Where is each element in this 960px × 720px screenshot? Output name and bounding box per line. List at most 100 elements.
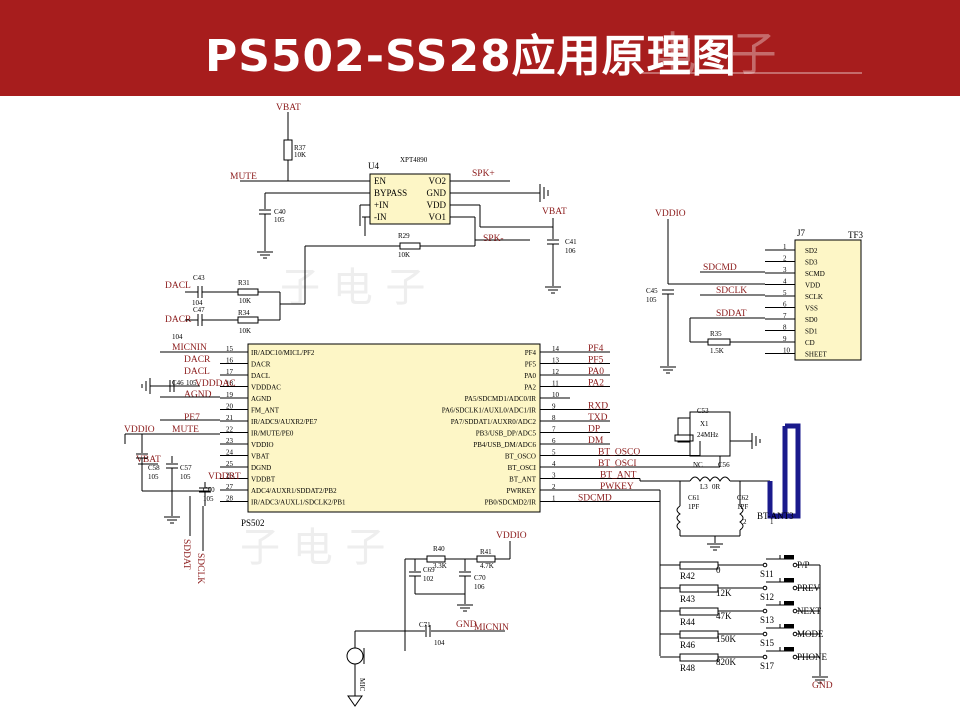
r37-ref: R37 bbox=[294, 144, 306, 152]
ps502-pin-number: 24 bbox=[226, 449, 234, 457]
ps502-pin-name: PB3/USB_DP/ADC5 bbox=[476, 430, 537, 438]
ps502-pin-number: 13 bbox=[552, 357, 560, 365]
crystal-x1 bbox=[674, 434, 694, 442]
net-vdddac: VDDDAC bbox=[195, 379, 236, 389]
ps502-pin-name: PA0 bbox=[524, 372, 536, 380]
r31-ref: R31 bbox=[238, 279, 250, 287]
key-resistor bbox=[679, 561, 719, 570]
ps502-net-label: TXD bbox=[588, 413, 608, 423]
key-resistor-ref: R43 bbox=[680, 594, 696, 604]
r41-val: 4.7K bbox=[480, 562, 494, 570]
c62-val: 1PF bbox=[737, 503, 748, 511]
key-resistor-ref: R42 bbox=[680, 571, 695, 581]
ps502-pin-name: DGND bbox=[251, 464, 271, 472]
tf-pin-name: SD3 bbox=[805, 259, 818, 267]
ps502-pin-number: 12 bbox=[552, 368, 560, 376]
net-dacl: DACL bbox=[165, 281, 191, 291]
key-resistor-value: 47K bbox=[716, 611, 732, 621]
u4-pin-label: VDD bbox=[427, 200, 447, 210]
ps502-pin-number: 9 bbox=[552, 403, 556, 411]
net-dacl-left: DACL bbox=[184, 367, 210, 377]
u4-pin-label: -IN bbox=[374, 212, 387, 222]
c53-ref: C53 bbox=[697, 407, 709, 415]
tf-socket-body bbox=[794, 239, 862, 361]
c58-val: 105 bbox=[148, 473, 159, 481]
ps502-pin-number: 21 bbox=[226, 414, 234, 422]
c71-val: 104 bbox=[434, 639, 445, 647]
tf-pin-name: VDD bbox=[805, 282, 820, 290]
tf-ref: J7 bbox=[797, 228, 806, 238]
r29-val: 10K bbox=[398, 251, 410, 259]
ps502-pin-name: PWRKEY bbox=[506, 487, 536, 495]
ant-pin-2: 2 bbox=[743, 518, 747, 526]
tf-pin-number: 10 bbox=[783, 347, 791, 355]
key-switch-ref: S15 bbox=[760, 638, 775, 648]
ps502-net-label: RXD bbox=[588, 402, 608, 412]
ps502-pin-number: 25 bbox=[226, 460, 234, 468]
c58-ref: C58 bbox=[148, 464, 160, 472]
net-gnd-mic: GND bbox=[456, 620, 477, 630]
banner-watermark: 电 子 bbox=[650, 27, 787, 81]
net-sddat-left: SDDAT bbox=[181, 539, 191, 570]
c60-val: 105 bbox=[203, 495, 214, 503]
resistor-r35 bbox=[707, 338, 731, 346]
net-vddio-left: VDDIO bbox=[124, 425, 155, 435]
mic-circuit: VDDIO R40 3.3K R41 4.7K C69 102 C70 106 … bbox=[346, 531, 527, 707]
resistor-r34 bbox=[237, 316, 259, 324]
ps502-pin-number: 23 bbox=[226, 437, 234, 445]
r37-val: 10K bbox=[294, 151, 306, 159]
ps502-net-label: PWKEY bbox=[600, 482, 634, 492]
ps502-pin-number: 17 bbox=[226, 368, 234, 376]
tf-pin-name: SD0 bbox=[805, 316, 818, 324]
c71-ref: C71 bbox=[419, 621, 431, 629]
ps502-pin-name: VDDIO bbox=[251, 441, 274, 449]
c69-val: 102 bbox=[423, 575, 434, 583]
key-resistor-ref: R44 bbox=[680, 617, 696, 627]
c61-ref: C61 bbox=[688, 494, 700, 502]
net-dacr: DACR bbox=[165, 315, 192, 325]
c43-ref: C43 bbox=[193, 274, 205, 282]
key-resistor bbox=[679, 607, 719, 616]
r34-ref: R34 bbox=[238, 309, 250, 317]
net-spk-minus: SPK- bbox=[483, 234, 504, 244]
page-title: PS502-SS28应用原理图 bbox=[205, 31, 737, 82]
ps502-pin-name: BT_OSCI bbox=[508, 464, 537, 472]
tf-pin-number: 3 bbox=[783, 266, 787, 274]
ps502-pin-name: VDDBT bbox=[251, 476, 276, 484]
resistor-r29 bbox=[399, 242, 421, 250]
net-dacr-left: DACR bbox=[184, 355, 211, 365]
r31-val: 10K bbox=[239, 297, 251, 305]
ps502-net-label: BT_OSCI bbox=[598, 459, 637, 469]
net-mute: MUTE bbox=[230, 172, 257, 182]
c70-val: 106 bbox=[474, 583, 485, 591]
key-resistor-value: 150K bbox=[716, 634, 737, 644]
net-spk-plus: SPK+ bbox=[472, 169, 495, 179]
c47-ref: C47 bbox=[193, 306, 205, 314]
key-switch-ref: S13 bbox=[760, 615, 775, 625]
key-switch-ref: S11 bbox=[760, 569, 774, 579]
c46-ref: C46 bbox=[172, 379, 184, 387]
r34-val: 10K bbox=[239, 327, 251, 335]
ps502-pin-number: 14 bbox=[552, 345, 560, 353]
c60-ref: C60 bbox=[203, 486, 215, 494]
ps502-net-label: PF4 bbox=[588, 344, 604, 354]
ps502-pin-name: BT_ANT bbox=[509, 476, 537, 484]
ps502-pin-number: 27 bbox=[226, 483, 234, 491]
c57-ref: C57 bbox=[180, 464, 192, 472]
ps502-pin-number: 6 bbox=[552, 437, 556, 445]
r41-ref: R41 bbox=[480, 548, 492, 556]
c41-val: 106 bbox=[565, 247, 576, 255]
ps502-pin-name: AGND bbox=[251, 395, 271, 403]
tf-pin-number: 1 bbox=[783, 243, 787, 251]
c61-val: 1PF bbox=[688, 503, 699, 511]
ps502-pin-name: PA2 bbox=[524, 384, 536, 392]
c46-val: 105 bbox=[186, 379, 197, 387]
tf-pin-number: 9 bbox=[783, 335, 787, 343]
net-vbat-top: VBAT bbox=[276, 103, 301, 113]
c62-ref: C62 bbox=[737, 494, 749, 502]
net-agnd: AGND bbox=[184, 390, 212, 400]
c69-ref: C69 bbox=[423, 566, 435, 574]
ps502-pin-number: 28 bbox=[226, 495, 234, 503]
ps502-net-label: DM bbox=[588, 436, 604, 446]
